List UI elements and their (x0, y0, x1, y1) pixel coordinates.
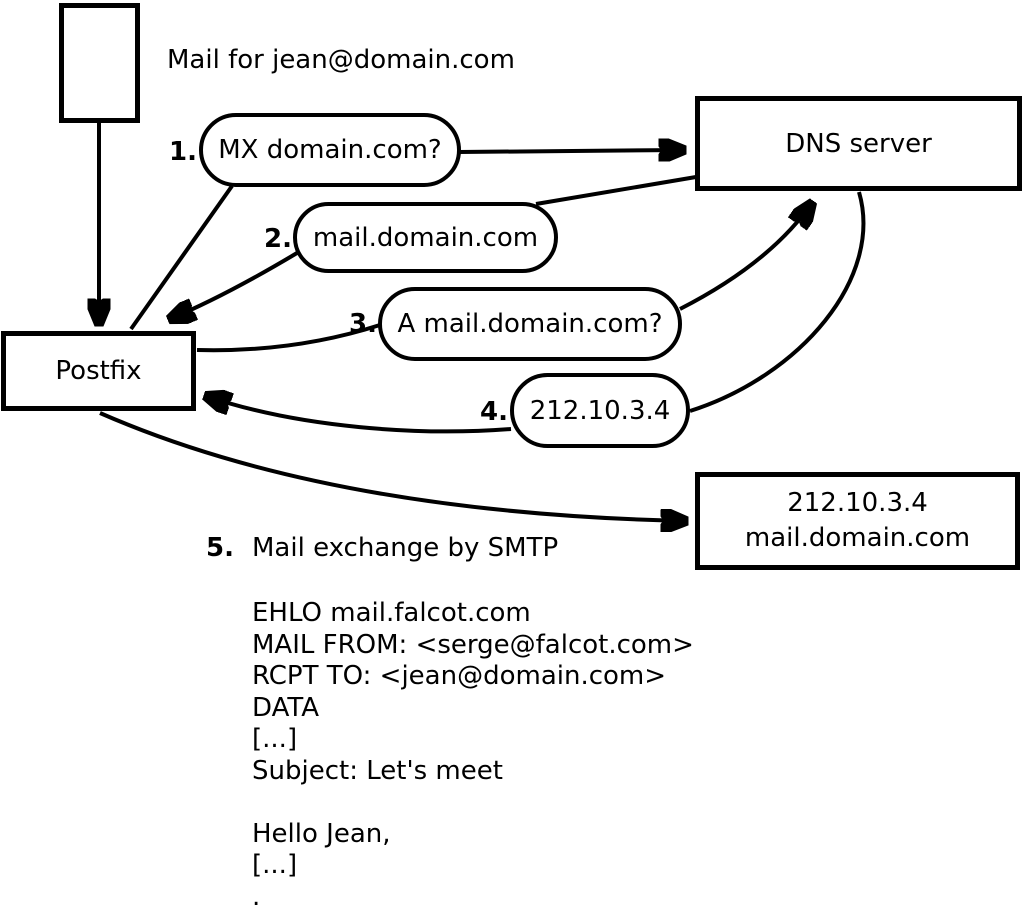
query3-pill: A mail.domain.com? (378, 287, 682, 361)
step5-label: Mail exchange by SMTP (252, 533, 559, 563)
response2-pill: mail.domain.com (293, 202, 558, 273)
mail-server-box: 212.10.3.4 mail.domain.com (695, 472, 1020, 570)
envelope-box (59, 3, 140, 123)
mail-for-label: Mail for jean@domain.com (167, 45, 515, 75)
mail-server-ip: 212.10.3.4 (787, 488, 928, 518)
line-postfix-to-query1 (129, 184, 234, 331)
arrow-response2-to-postfix (170, 251, 299, 319)
postfix-label: Postfix (55, 356, 142, 386)
query3-label: A mail.domain.com? (397, 309, 663, 339)
arrow-query3-to-dns (679, 203, 812, 311)
line-postfix-to-query3 (196, 323, 381, 353)
arrow-postfix-to-mailserver-smtp (99, 411, 686, 521)
step3-number: 3. (349, 309, 377, 339)
postfix-box: Postfix (1, 331, 196, 411)
query1-pill: MX domain.com? (199, 113, 461, 187)
response2-label: mail.domain.com (312, 222, 539, 253)
step5-number: 5. (206, 533, 234, 563)
dns-server-box: DNS server (695, 96, 1022, 191)
step1-number: 1. (169, 137, 197, 167)
step2-number: 2. (264, 224, 292, 254)
arrow-query1-to-dns (458, 150, 684, 152)
step4-number: 4. (480, 397, 508, 427)
response4-label: 212.10.3.4 (529, 395, 671, 426)
dns-server-label: DNS server (785, 128, 932, 159)
line-dns-to-response4 (689, 191, 866, 413)
mail-server-hostname: mail.domain.com (744, 523, 971, 553)
line-dns-to-response2 (535, 175, 697, 206)
arrow-response4-to-postfix (206, 396, 512, 434)
smtp-session-text: EHLO mail.falcot.com MAIL FROM: <serge@f… (252, 598, 694, 912)
query1-label: MX domain.com? (218, 135, 442, 165)
response4-pill: 212.10.3.4 (510, 373, 690, 448)
